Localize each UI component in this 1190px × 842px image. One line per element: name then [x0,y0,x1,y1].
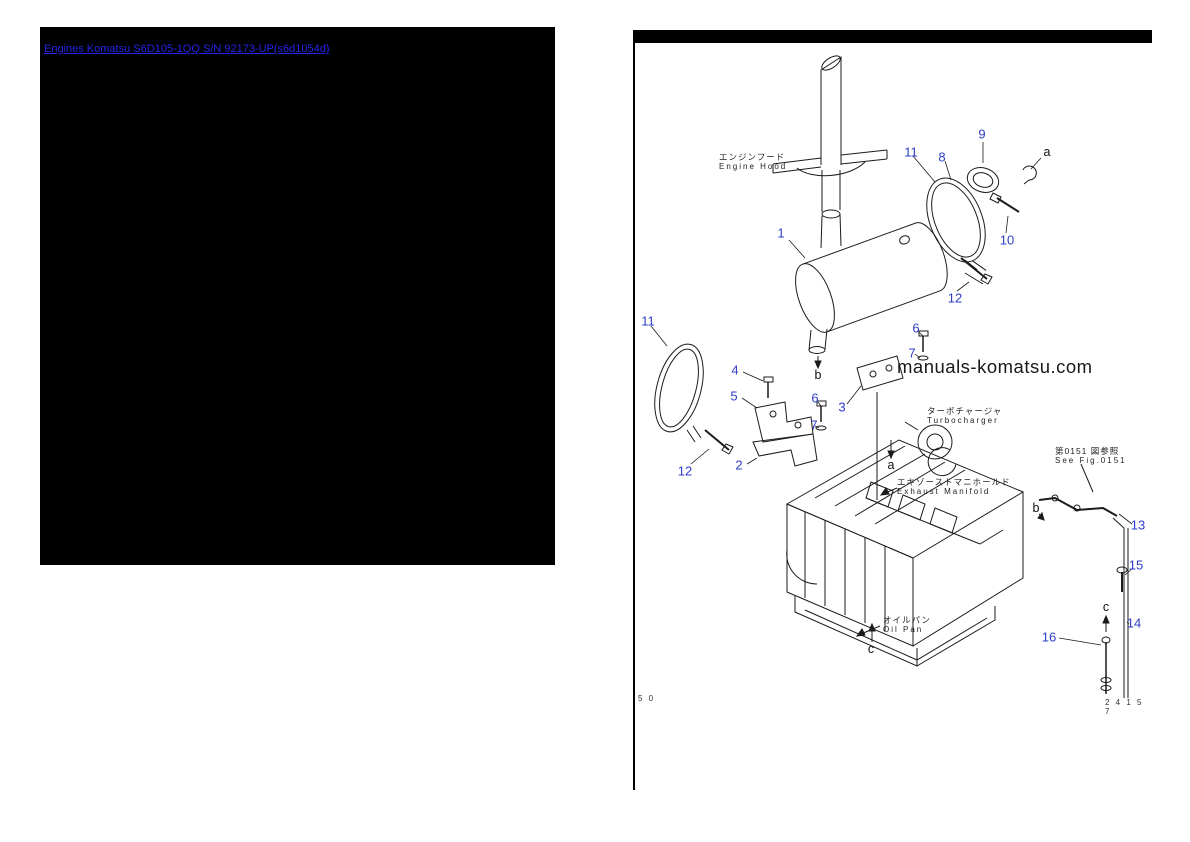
engine-hood-plate [772,149,888,177]
corner-code-left: 5 0 [638,694,656,703]
callout-10: 10 [999,232,1015,248]
bracket-plate [856,355,904,391]
left-panel: Engines Komatsu S6D105-1QQ S/N 92173-UP(… [40,27,555,565]
callout-3: 3 [838,399,846,415]
parts-diagram-panel: manuals-komatsu.com エンジンフード Engine Hood … [633,30,1152,790]
callout-14: 14 [1126,615,1142,631]
callout-letter-a2: a [887,458,895,472]
label-oil-pan-jp: オイルパン [883,615,931,625]
label-turbocharger: ターボチャージャ Turbocharger [927,406,1002,426]
callout-1: 1 [777,225,785,241]
callout-11: 11 [904,144,918,160]
callout-2: 2 [735,457,743,473]
callout-9: 9 [978,126,986,142]
turbocharger [904,421,957,477]
document-title-link[interactable]: Engines Komatsu S6D105-1QQ S/N 92173-UP(… [44,43,330,55]
label-see-fig-jp: 第0151 図参照 [1055,446,1120,456]
callout-letter-c2: c [867,642,875,656]
label-engine-hood: エンジンフード Engine Hood [719,152,787,172]
label-exhaust-manifold: エキゾーストマニホールド Exhaust Manifold [897,477,1011,497]
callout-5: 5 [730,388,738,404]
label-turbocharger-jp: ターボチャージャ [927,406,1003,416]
callout-4: 4 [731,362,739,378]
engine-block [785,439,1025,647]
callout-letter-b2: b [1032,501,1040,515]
label-turbocharger-en: Turbocharger [927,416,999,425]
callout-12: 12 [947,290,963,306]
watermark: manuals-komatsu.com [897,356,1093,377]
label-engine-hood-jp: エンジンフード [719,152,786,162]
callout-8: 8 [938,149,946,165]
callout-7b: 7 [810,417,818,433]
callout-16: 16 [1041,629,1057,645]
clamp-band-left [654,343,704,433]
callout-12b: 12 [677,463,693,479]
callout-13: 13 [1130,517,1146,533]
muffler [795,222,948,333]
gasket-ring [966,167,1000,193]
clip-part [1022,165,1037,185]
label-see-fig: 第0151 図参照 See Fig.0151 [1055,446,1127,466]
label-exhaust-manifold-en: Exhaust Manifold [897,487,991,496]
callout-letter-c: c [1102,600,1110,614]
callout-7: 7 [908,345,916,361]
label-oil-pan: オイルパン Oil Pan [883,615,931,635]
oil-pan [794,596,996,667]
exhaust-stack [820,55,842,165]
callout-letter-a: a [1043,145,1051,159]
engine-diagram [650,55,1134,698]
label-oil-pan-en: Oil Pan [883,625,924,634]
panel-top-bar [635,30,1152,43]
label-engine-hood-en: Engine Hood [719,162,788,171]
callout-15: 15 [1128,557,1144,573]
label-see-fig-en: See Fig.0151 [1055,456,1127,465]
callout-6b: 6 [811,390,819,406]
callout-11b: 11 [641,313,655,329]
corner-code-right: 2 4 1 5 7 [1105,698,1144,716]
tubes [979,494,1129,698]
callout-letter-b: b [814,368,822,382]
clamp-band-right [926,177,987,271]
callout-6: 6 [912,320,920,336]
leader-lines [650,142,1134,646]
mount-brackets [752,401,818,467]
label-exhaust-manifold-jp: エキゾーストマニホールド [897,477,1011,487]
